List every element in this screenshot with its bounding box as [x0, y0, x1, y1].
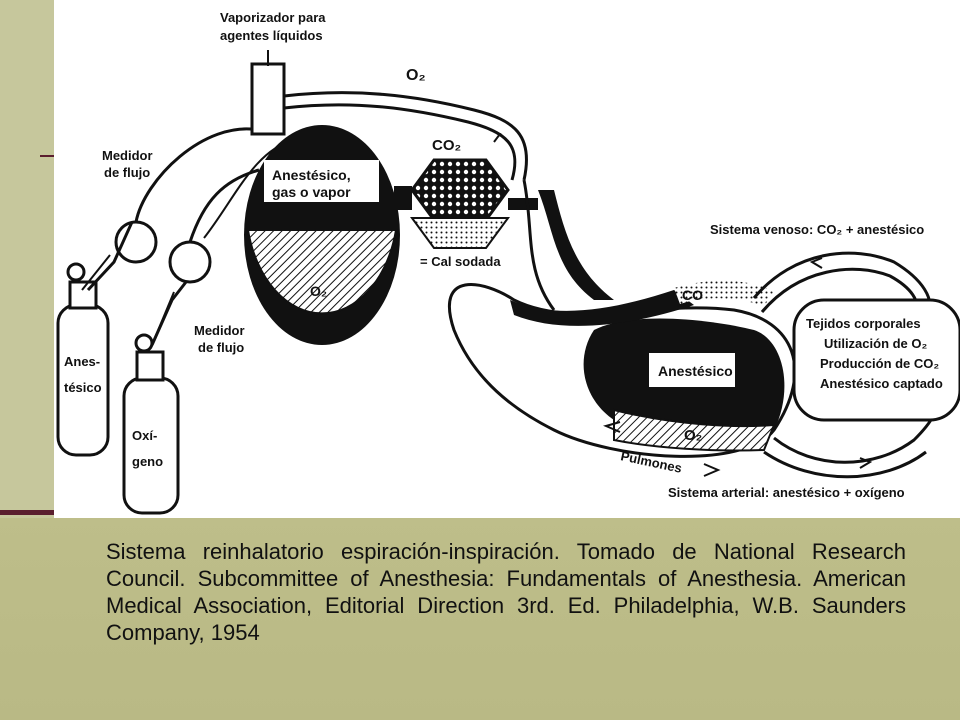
- oxygen-cylinder: [122, 333, 180, 515]
- left-band: [0, 0, 54, 518]
- rebreathing-system-diagram: Vaporizador para agentes líquidos O₂ CO₂…: [54, 0, 960, 518]
- arterial-system-label: Sistema arterial: anestésico + oxígeno: [668, 485, 905, 500]
- soda-lime-canister: [410, 158, 510, 249]
- flow-meter-1-label-2: de flujo: [104, 165, 150, 180]
- vaporizer-label-2: agentes líquidos: [220, 28, 323, 43]
- accent-line-top: [40, 155, 54, 157]
- flow-meter-2-label-1: Medidor: [194, 323, 245, 338]
- bag-label-1: Anestésico,: [272, 167, 351, 183]
- vaporizer-label-1: Vaporizador para: [220, 10, 326, 25]
- flow-meter-1-label-1: Medidor: [102, 148, 153, 163]
- accent-line-bottom: [0, 510, 54, 515]
- diagram-svg: Vaporizador para agentes líquidos O₂ CO₂…: [56, 10, 960, 515]
- lung-co-label: CO: [682, 287, 703, 303]
- anesthetic-cylinder-label-1: Anes-: [64, 354, 100, 369]
- venous-system-label: Sistema venoso: CO₂ + anestésico: [710, 222, 924, 237]
- lung-o2-label: O₂: [684, 427, 702, 444]
- vaporizer-box: [250, 62, 286, 136]
- lungs: [447, 280, 797, 458]
- oxygen-cylinder-label-2: geno: [132, 454, 163, 469]
- soda-lime-label: = Cal sodada: [420, 254, 501, 269]
- anesthetic-cylinder-label-2: tésico: [64, 380, 102, 395]
- oxygen-cylinder-label-1: Oxí-: [132, 428, 157, 443]
- tissues-box: [792, 298, 960, 422]
- breathing-bag: [244, 125, 400, 345]
- lung-anesthetic-label: Anestésico: [658, 363, 733, 379]
- tissues-label-2: Utilización de O₂: [824, 336, 928, 351]
- flow-meter-2: [168, 240, 212, 284]
- o2-top-label: O₂: [406, 67, 426, 84]
- co2-top-label: CO₂: [432, 137, 461, 154]
- flow-meter-2-label-2: de flujo: [198, 340, 244, 355]
- bag-o2-label: O₂: [310, 283, 327, 299]
- tissues-label-4: Anestésico captado: [820, 376, 943, 391]
- tissues-label-1: Tejidos corporales: [806, 316, 921, 331]
- figure-caption: Sistema reinhalatorio espiración-inspira…: [106, 539, 906, 645]
- tissues-label-3: Producción de CO₂: [820, 356, 939, 371]
- bag-label-2: gas o vapor: [272, 184, 351, 200]
